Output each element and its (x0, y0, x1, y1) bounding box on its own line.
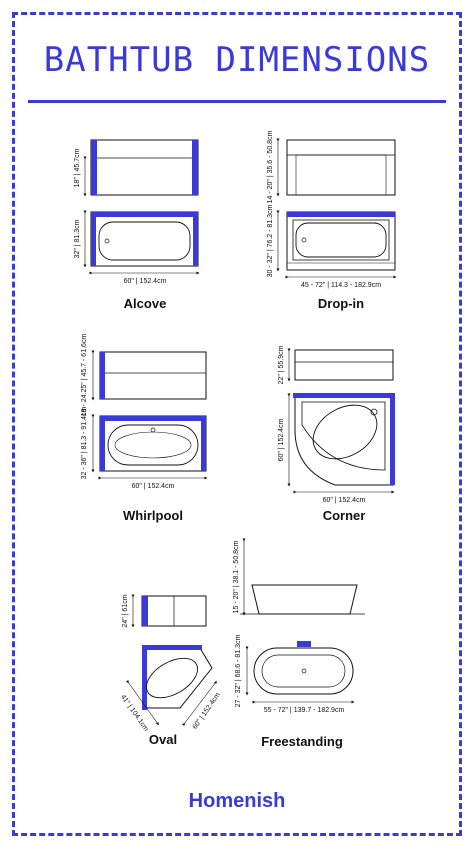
freestanding-width-label: 27 - 32" | 68.6 - 81.3cm (235, 634, 242, 707)
corner-elevation (294, 349, 394, 381)
brand-logo: Homenish (0, 790, 474, 813)
corner-diagram (287, 348, 395, 494)
brand-name: Homenish (188, 790, 286, 812)
dropin-diagram (276, 138, 397, 279)
caption-freestanding: Freestanding (261, 734, 343, 749)
oval-diagram (125, 594, 217, 727)
oval-plan (144, 647, 213, 709)
freestanding-elevation (251, 584, 358, 615)
whirlpool-elevation (99, 351, 207, 400)
caption-dropin: Drop-in (317, 296, 365, 311)
caption-alcove: Alcove (123, 296, 167, 311)
whirlpool-diagram (91, 350, 208, 480)
freestanding-diagram (240, 538, 365, 704)
caption-whirlpool: Whirlpool (123, 508, 183, 523)
whirlpool-width-label: 32 - 36" | 81.3 - 91.4cm (81, 406, 88, 479)
dropin-width-label: 30 - 32" | 76.2 - 81.3cm (267, 204, 274, 277)
corner-basin (312, 404, 378, 460)
corner-plan (294, 394, 394, 486)
corner-width-label: 60" | 152.4cm (278, 418, 285, 461)
freestanding-plan (253, 647, 354, 695)
freestanding-length-label: 55 - 72" | 139.7 - 182.9cm (264, 707, 345, 714)
caption-oval: Oval (148, 732, 178, 747)
dropin-length-label: 45 - 72" | 114.3 - 182.9cm (301, 282, 381, 289)
page-title: BATHTUB DIMENSIONS (43, 40, 431, 80)
dropin-elevation (286, 139, 396, 196)
corner-length-label: 60" | 152.4cm (323, 497, 366, 504)
dropin-basin (295, 222, 387, 258)
alcove-elevation (90, 139, 199, 196)
corner-height-label: 22" | 55.9cm (278, 345, 285, 384)
dropin-plan (286, 211, 396, 271)
alcove-length-label: 60" | 152.4cm (124, 278, 167, 285)
oval-height-label: 24" | 61cm (122, 594, 129, 627)
caption-corner: Corner (322, 508, 366, 523)
whirlpool-length-label: 60" | 152.4cm (132, 483, 175, 490)
oval-side-b-label: 60" | 152.4cm (192, 691, 222, 730)
alcove-diagram (83, 139, 200, 275)
whirlpool-plan (99, 415, 207, 472)
title-underline (28, 100, 446, 103)
alcove-basin (98, 221, 191, 261)
oval-basin (146, 657, 198, 699)
alcove-width-label: 32" | 81.3cm (74, 219, 81, 258)
dashed-frame (12, 12, 462, 836)
faucet-mark (297, 641, 311, 647)
dropin-height-label: 14 - 20" | 35.6 - 50.8cm (267, 130, 274, 203)
alcove-height-label: 18" | 45.7cm (74, 148, 81, 187)
whirlpool-height-label: 18 - 24.25" | 45.7 - 61.6cm (81, 334, 88, 417)
whirlpool-basin (107, 424, 199, 466)
freestanding-height-label: 15 - 20" | 38.1 - 50.8cm (233, 540, 240, 613)
